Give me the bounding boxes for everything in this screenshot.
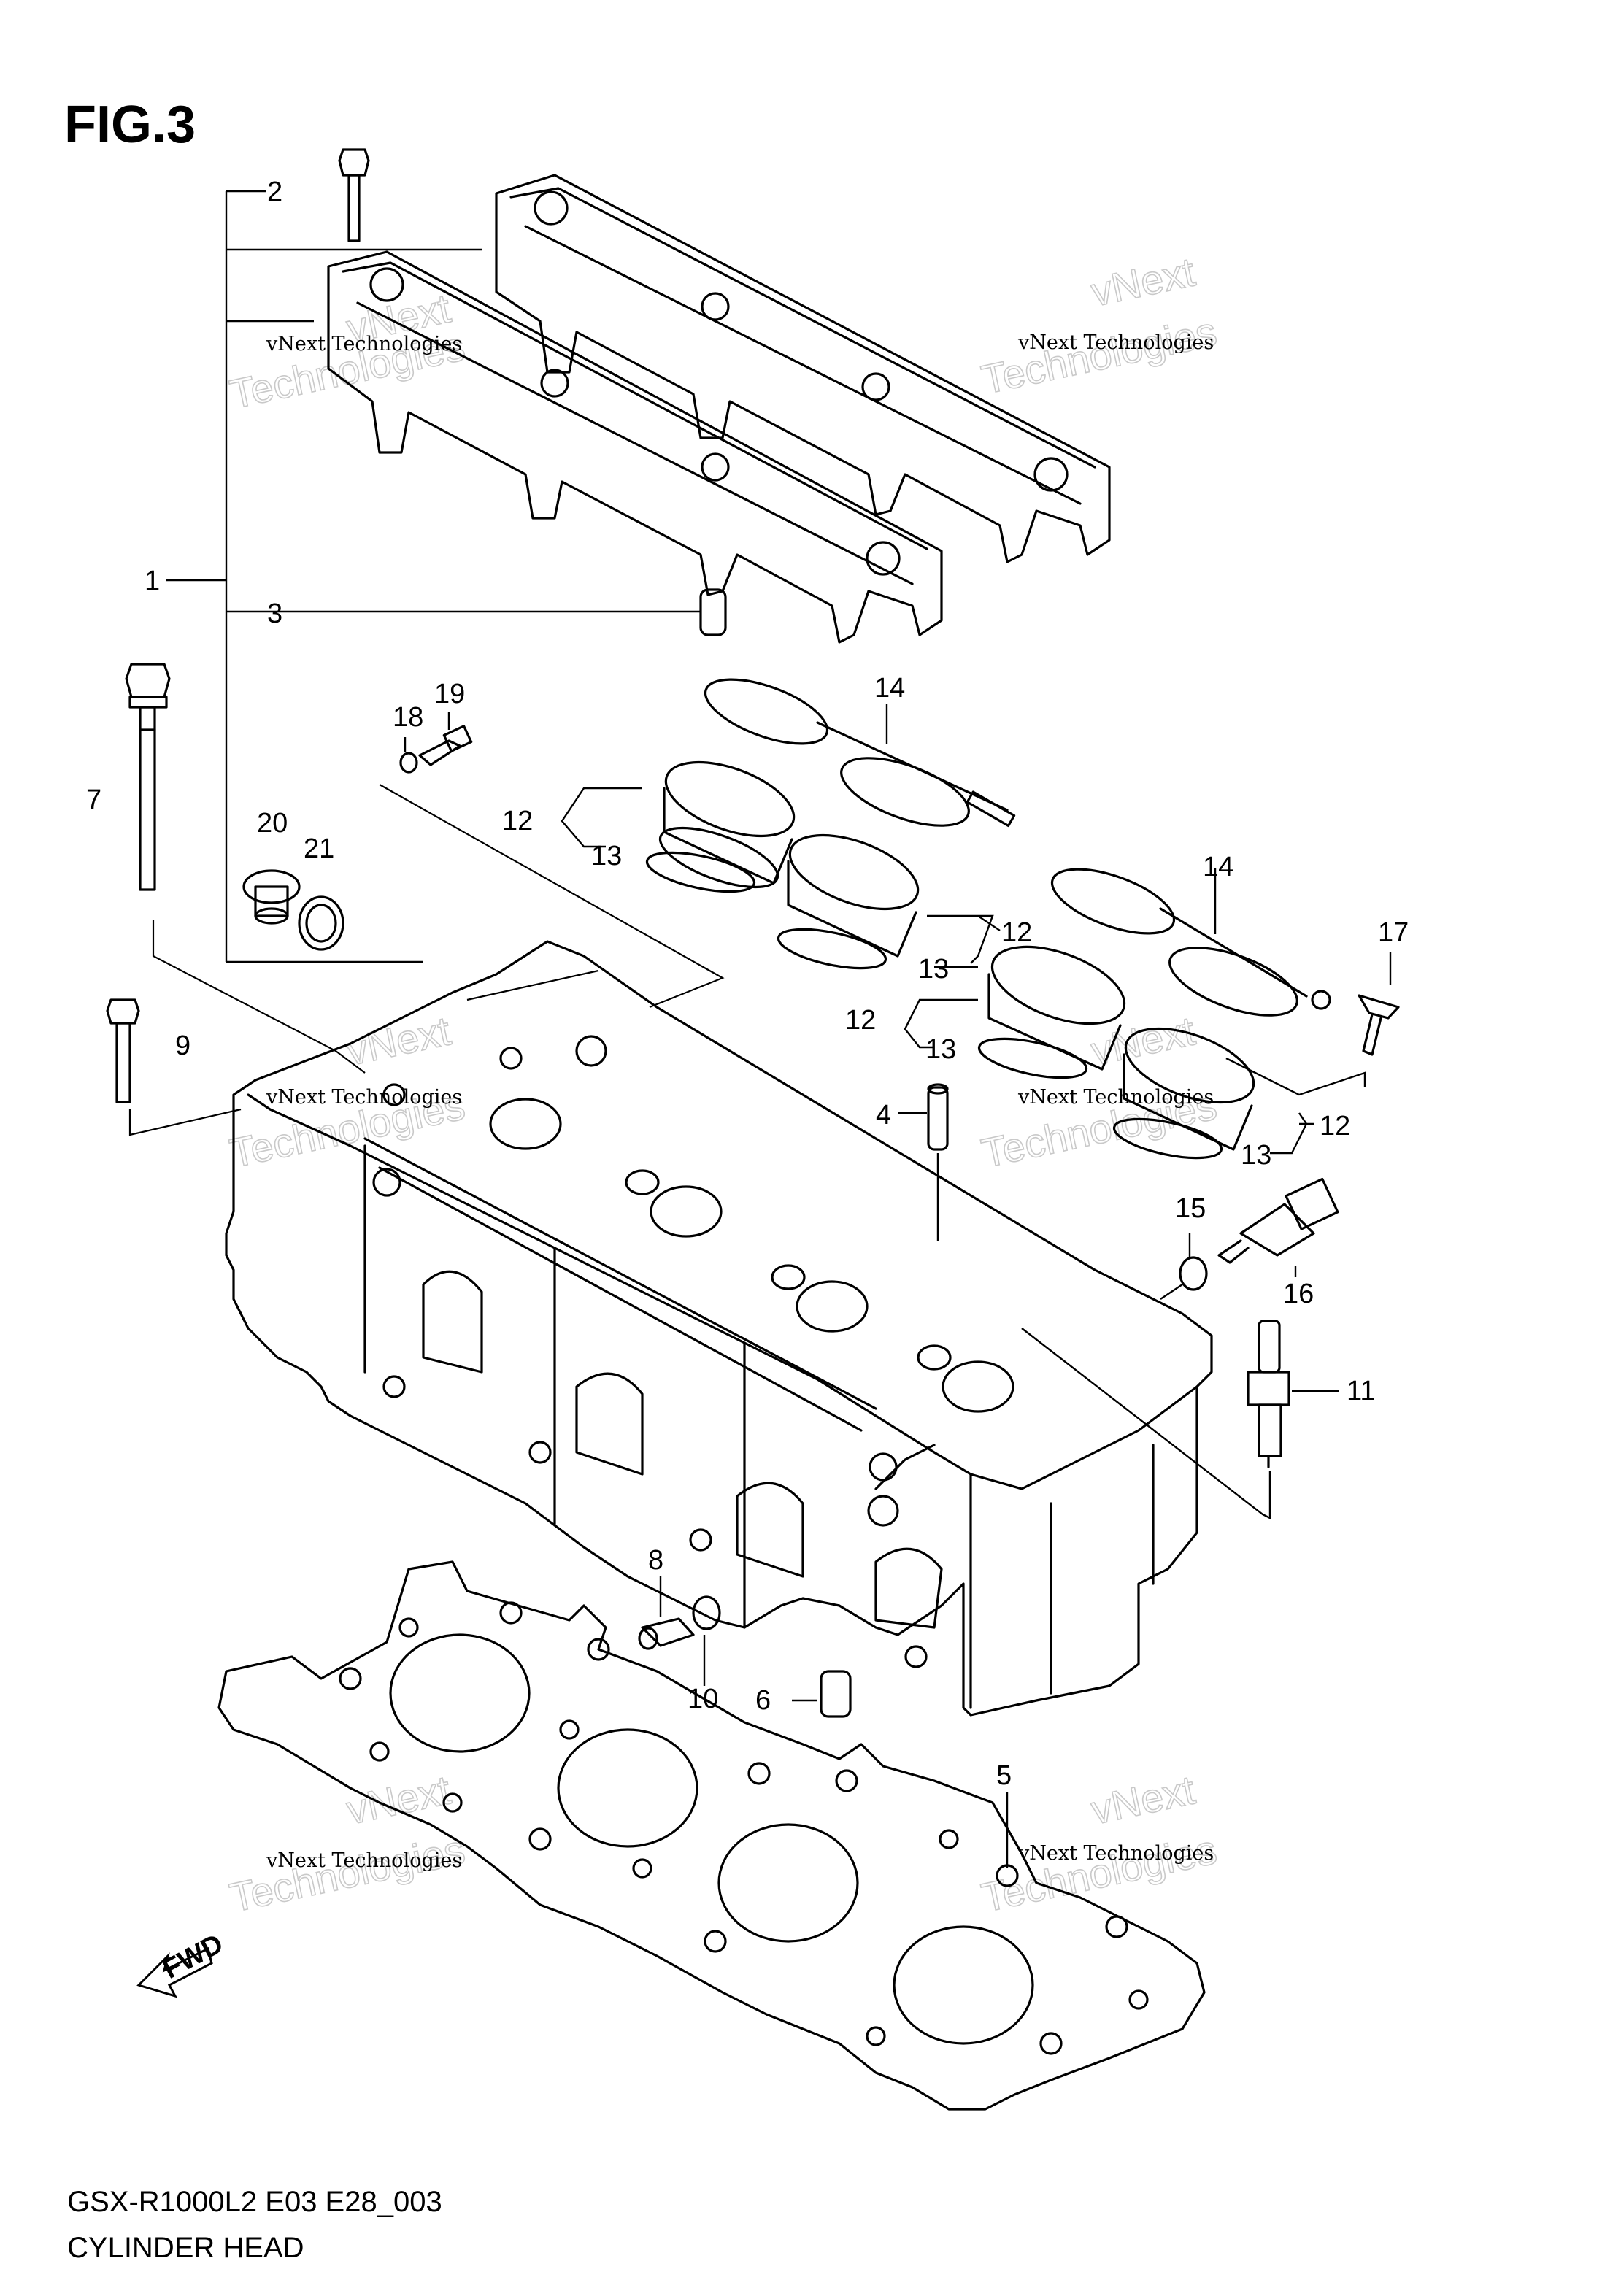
callout-13d: 13: [1241, 1140, 1271, 1171]
callout-16: 18: [393, 702, 423, 733]
forward-arrow-icon: FWD: [136, 1928, 228, 1998]
svg-text:vNext: vNext: [1087, 1766, 1199, 1833]
callout-14a: 14: [874, 673, 905, 704]
svg-text:FWD: FWD: [158, 1928, 228, 1985]
camshaft-holder-lower: [327, 250, 943, 644]
watermark-bottom-left: vNext Technologies vNext Technologies: [226, 1765, 469, 1921]
callout-12d: 12: [1320, 1111, 1350, 1141]
bolt-part-2: [338, 148, 370, 242]
cross-leaders: [128, 784, 725, 1136]
callout-13b: 13: [918, 954, 949, 985]
callout-12a: 12: [502, 806, 533, 836]
callout-4: 4: [876, 1100, 891, 1130]
leader-20-21: [1160, 1233, 1297, 1300]
svg-text:vNext Technologies: vNext Technologies: [266, 1849, 462, 1872]
callout-17: 19: [434, 679, 465, 709]
clamp-part-14-upper: [704, 678, 1016, 828]
callout-7: 7: [86, 785, 101, 815]
callout-12c: 12: [845, 1005, 876, 1036]
bolt-part-8: [638, 1617, 695, 1650]
intake-leaders: [561, 704, 1314, 1155]
o-ring-part-13-c: [977, 1037, 1088, 1079]
svg-text:vNext: vNext: [1087, 248, 1199, 315]
diagram-caption: CYLINDER HEAD: [67, 2232, 304, 2264]
camshaft-holder-upper: [495, 174, 1111, 563]
callout-3: 3: [267, 598, 282, 629]
callout-14b: 14: [1203, 852, 1233, 882]
callout-9: 9: [175, 1030, 190, 1061]
o-ring-part-13-b: [777, 928, 887, 970]
head-gasket-part-5: [217, 1560, 1206, 2111]
callout-15: 17: [1378, 917, 1409, 948]
assembly-bracket-1: [166, 190, 701, 963]
svg-text:vNext Technologies: vNext Technologies: [266, 1086, 462, 1109]
callout-21: 15: [1175, 1193, 1206, 1224]
dowel-pin-part-6: [820, 1670, 852, 1718]
callout-labels: 2 1 3 7 18 19 14 12 13 20 21 14 17 12 13…: [86, 177, 1409, 1791]
bolt-part-7: [125, 663, 171, 891]
svg-text:vNext Technologies: vNext Technologies: [1017, 331, 1214, 354]
washer-part-21: [1179, 1256, 1208, 1291]
watermark-mid-left: vNext Technologies vNext Technologies: [226, 1006, 469, 1176]
gasket-part-19: [298, 895, 344, 951]
callout-1: 1: [145, 566, 160, 596]
model-code: GSX-R1000L2 E03 E28_003: [67, 2186, 442, 2218]
cylinder-head: [225, 940, 1213, 1717]
watermark-top-left: vNext Technologies vNext Technologies: [226, 284, 469, 417]
callout-19: 21: [304, 833, 334, 864]
tappet-part-4: [927, 1083, 949, 1151]
leader-16-17: [404, 712, 450, 752]
intake-pipe-part-12-b: [787, 833, 920, 958]
callout-5: 5: [996, 1760, 1012, 1791]
o-ring-part-13-d: [1112, 1117, 1223, 1160]
washer-part-16: [399, 752, 418, 774]
svg-text:vNext: vNext: [342, 1766, 455, 1833]
bolt-part-17: [418, 725, 473, 766]
intake-pipe-part-12-a: [658, 760, 796, 889]
svg-text:Technologies: Technologies: [977, 308, 1220, 403]
spark-plug-part-11: [1247, 1320, 1290, 1468]
leader-11: [1021, 1328, 1339, 1519]
figure-title: FIG.3: [64, 96, 196, 154]
callout-10: 10: [688, 1684, 718, 1714]
callout-12b: 12: [1001, 917, 1032, 948]
watermark-top-right: vNext Technologies vNext Technologies: [977, 247, 1221, 403]
callout-13a: 13: [591, 841, 622, 871]
callout-2: 2: [267, 177, 282, 207]
callout-11: 11: [1347, 1376, 1375, 1406]
plug-part-18: [242, 869, 301, 925]
washer-part-10: [692, 1595, 721, 1630]
svg-text:vNext Technologies: vNext Technologies: [1017, 1842, 1214, 1865]
svg-text:vNext Technologies: vNext Technologies: [1017, 1086, 1214, 1109]
callout-18: 20: [257, 808, 288, 839]
svg-text:vNext: vNext: [342, 1007, 455, 1074]
dowel-pin-part-3: [699, 588, 727, 636]
callout-20: 16: [1283, 1279, 1314, 1309]
callout-13c: 13: [925, 1034, 956, 1065]
callout-8: 8: [648, 1545, 663, 1576]
leaders-8-10-6: [659, 1576, 817, 1702]
o-ring-part-13-a: [645, 851, 756, 893]
leader-15: [1225, 952, 1392, 1096]
sensor-part-20: [1217, 1177, 1339, 1264]
watermark-bottom-right: vNext Technologies vNext Technologies: [977, 1765, 1221, 1921]
callout-6: 6: [755, 1685, 771, 1716]
bolt-part-9: [106, 998, 140, 1103]
clamp-part-14-lower: [1050, 868, 1331, 1017]
leader-4: [898, 1112, 939, 1241]
svg-text:Technologies: Technologies: [226, 1826, 469, 1921]
svg-text:vNext Technologies: vNext Technologies: [266, 333, 462, 355]
screw-part-15: [1358, 994, 1400, 1056]
